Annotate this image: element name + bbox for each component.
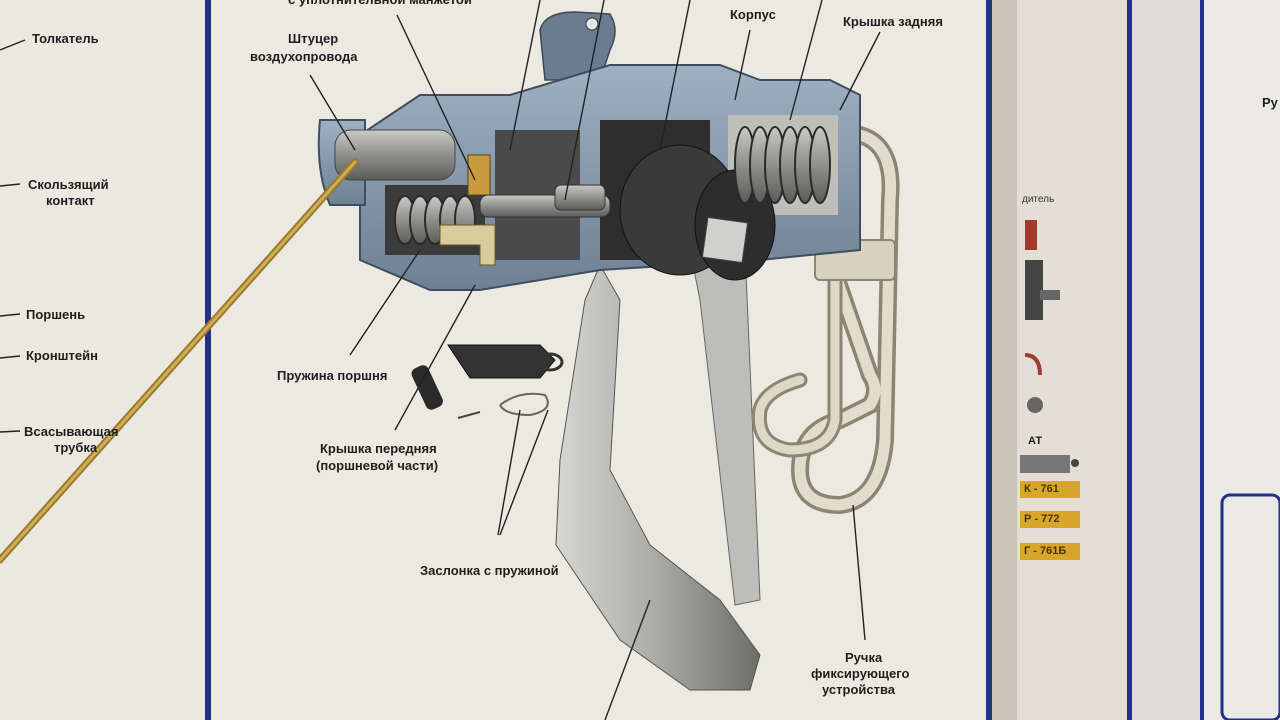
top-bracket xyxy=(539,11,616,81)
right-top-text: Ру xyxy=(1262,95,1278,110)
label-kryshka-zad: Крышка задняя xyxy=(843,14,943,29)
rod-nut xyxy=(554,184,606,211)
bracket-hole xyxy=(585,17,599,31)
wall-strip xyxy=(992,0,1017,720)
label-kryshka-per-2: (поршневой части) xyxy=(316,458,439,473)
legend-item-3: Г - 761Б xyxy=(1020,543,1080,560)
rear-spring xyxy=(734,126,831,204)
left-frame-line xyxy=(205,0,211,720)
label-ruchka-1: Ручка xyxy=(845,650,883,665)
pointer-stick-highlight xyxy=(0,160,357,562)
label-skolz-2: контакт xyxy=(46,193,95,208)
label-top-cut: с уплотнительной манжетой xyxy=(288,0,472,8)
label-kronshtein: Кронштейн xyxy=(26,348,98,363)
pedal-lever xyxy=(555,249,761,691)
label-skolz-1: Скользящий xyxy=(28,177,109,192)
label-vsas-1: Всасывающая xyxy=(24,424,119,439)
pivot-bolt xyxy=(701,216,749,264)
label-kryshka-per-1: Крышка передняя xyxy=(320,441,437,456)
far-right-panel xyxy=(1204,0,1280,720)
left-leader-lines xyxy=(0,39,26,433)
label-shtucer-2: воздухопровода xyxy=(250,49,358,64)
label-ruchka-3: устройства xyxy=(822,682,896,697)
far-right-frame-line xyxy=(1200,0,1204,720)
legend-item-2: Р - 772 xyxy=(1020,511,1080,528)
left-poster-panel xyxy=(0,0,208,720)
legend-item-1: К - 761 xyxy=(1020,481,1080,498)
label-tolkatel: Толкатель xyxy=(32,31,99,46)
leader-lines xyxy=(309,0,881,720)
piston-part xyxy=(439,224,496,266)
label-shtucer-1: Штуцер xyxy=(288,31,339,46)
label-korpus: Корпус xyxy=(730,7,776,22)
window-edge xyxy=(1132,0,1202,720)
right-panel-diagrams xyxy=(1020,220,1280,720)
label-ruchka-2: фиксирующего xyxy=(811,666,910,681)
piston-cup xyxy=(467,154,491,196)
label-pruzhina: Пружина поршня xyxy=(277,368,388,383)
fixing-handle-tube xyxy=(751,126,900,515)
label-porshen: Поршень xyxy=(26,307,86,322)
label-zaslonka: Заслонка с пружиной xyxy=(420,563,559,578)
right-small-text: дитель xyxy=(1022,194,1055,205)
loose-parts xyxy=(411,344,564,419)
right-frame-line xyxy=(1127,0,1132,720)
center-right-frame-line xyxy=(986,0,992,720)
right-at-label: АТ xyxy=(1028,435,1043,447)
label-vsas-2: трубка xyxy=(54,440,98,455)
